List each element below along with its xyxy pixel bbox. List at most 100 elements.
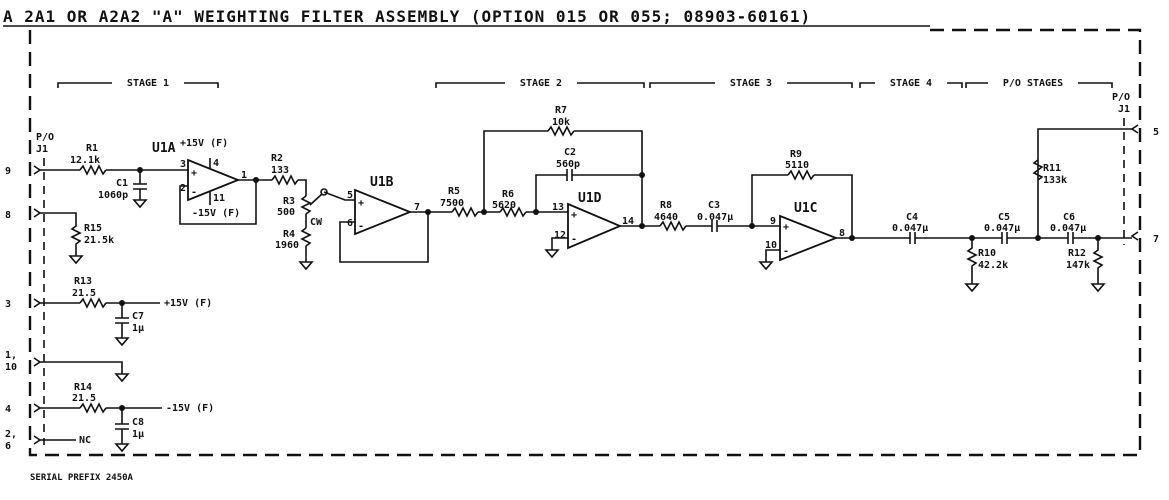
c8-label: C8 xyxy=(132,417,144,428)
svg-text:-: - xyxy=(191,187,197,198)
svg-text:2: 2 xyxy=(180,183,186,194)
r4-value: 1960 xyxy=(275,240,299,251)
op-amp-u1b: U1B 5 6 + - 7 xyxy=(347,175,420,236)
svg-text:1: 1 xyxy=(241,170,247,181)
svg-text:+: + xyxy=(571,210,577,221)
r8-label: R8 xyxy=(660,200,672,211)
pin-3-label: 3 xyxy=(5,299,11,310)
u1a-vminus-label: -15V (F) xyxy=(192,208,240,219)
r14-value: 21.5 xyxy=(72,393,96,404)
diagram-title: A 2A1 OR A2A2 "A" WEIGHTING FILTER ASSEM… xyxy=(3,7,811,26)
r11-value: 133k xyxy=(1043,175,1067,186)
svg-text:-: - xyxy=(783,246,789,257)
pin-9-label: 9 xyxy=(5,166,11,177)
stage-1-label: STAGE 1 xyxy=(127,78,169,89)
junctions xyxy=(119,167,1101,411)
nc-label: NC xyxy=(79,435,91,446)
pin-4-label: 4 xyxy=(5,404,11,415)
r6-value: 5620 xyxy=(492,200,516,211)
r15-label: R15 xyxy=(84,223,102,234)
svg-text:6: 6 xyxy=(347,218,353,229)
c6-label: C6 xyxy=(1063,212,1075,223)
svg-text:4: 4 xyxy=(213,158,219,169)
svg-text:13: 13 xyxy=(552,202,564,213)
r2-label: R2 xyxy=(271,153,283,164)
svg-text:5: 5 xyxy=(347,190,353,201)
r1-label: R1 xyxy=(86,143,98,154)
r3-cw-label: CW xyxy=(310,217,323,228)
c7-label: C7 xyxy=(132,311,144,322)
r9-label: R9 xyxy=(790,149,802,160)
assembly-border xyxy=(28,28,1142,457)
svg-text:12: 12 xyxy=(554,230,566,241)
c7-value: 1µ xyxy=(132,323,144,334)
svg-text:11: 11 xyxy=(213,193,225,204)
pin-5-label: 5 xyxy=(1153,127,1159,138)
r1-value: 12.1k xyxy=(70,155,100,166)
svg-text:+: + xyxy=(783,222,789,233)
r12-value: 147k xyxy=(1066,260,1090,271)
pin-1-label: 1, xyxy=(5,350,17,361)
r3-value: 500 xyxy=(277,207,295,218)
serial-prefix: SERIAL PREFIX 2450A xyxy=(30,473,134,483)
u1c-label: U1C xyxy=(794,201,817,216)
c4-label: C4 xyxy=(906,212,918,223)
wiring xyxy=(40,125,1132,453)
svg-text:14: 14 xyxy=(622,216,634,227)
svg-text:9: 9 xyxy=(770,216,776,227)
r10-label: R10 xyxy=(978,248,996,259)
op-amp-u1c: U1C 9 10 + - 8 xyxy=(765,201,845,262)
c3-value: 0.047µ xyxy=(697,212,733,223)
c2-label: C2 xyxy=(564,147,576,158)
po-stages-label: P/O STAGES xyxy=(1003,78,1063,89)
r3-label: R3 xyxy=(283,196,295,207)
r6-label: R6 xyxy=(502,189,514,200)
r15-value: 21.5k xyxy=(84,235,114,246)
rail-neg-label: -15V (F) xyxy=(166,403,214,414)
svg-text:-: - xyxy=(358,221,364,232)
u1a-vplus-label: +15V (F) xyxy=(180,138,228,149)
stage-3-label: STAGE 3 xyxy=(730,78,772,89)
svg-text:10: 10 xyxy=(765,240,777,251)
u1d-label: U1D xyxy=(578,191,602,206)
op-amp-u1d: U1D 13 12 + - 14 xyxy=(552,191,634,250)
u1b-label: U1B xyxy=(370,175,394,190)
r5-value: 7500 xyxy=(440,198,464,209)
r5-label: R5 xyxy=(448,186,460,197)
stage-4-label: STAGE 4 xyxy=(890,78,932,89)
r7-value: 10k xyxy=(552,117,570,128)
left-connector-label: P/O xyxy=(36,132,54,143)
svg-text:+: + xyxy=(191,168,197,179)
r2-value: 133 xyxy=(271,165,289,176)
r13-value: 21.5 xyxy=(72,288,96,299)
r13-label: R13 xyxy=(74,276,92,287)
c5-value: 0.047µ xyxy=(984,223,1020,234)
r9-value: 5110 xyxy=(785,160,809,171)
c1-value: 1060p xyxy=(98,190,128,201)
component-labels: R1 12.1k C1 1060p R2 133 R3 500 CW R4 19… xyxy=(70,105,1090,446)
pin-8-label: 8 xyxy=(5,210,11,221)
pin-10-label: 10 xyxy=(5,362,17,373)
op-amp-u1a: U1A 3 2 + - 1 4 11 +15V (F) -15V (F) xyxy=(152,138,247,219)
svg-text:-: - xyxy=(571,234,577,245)
r7-label: R7 xyxy=(555,105,567,116)
c2-value: 560p xyxy=(556,159,580,170)
right-connector-j1-label: J1 xyxy=(1118,104,1130,115)
svg-text:8: 8 xyxy=(839,228,845,239)
c5-label: C5 xyxy=(998,212,1010,223)
c6-value: 0.047µ xyxy=(1050,223,1086,234)
c3-label: C3 xyxy=(708,200,720,211)
svg-text:+: + xyxy=(358,198,364,209)
c1-label: C1 xyxy=(116,178,128,189)
r12-label: R12 xyxy=(1068,248,1086,259)
left-connector-j1-label: J1 xyxy=(36,144,48,155)
pin-2-label: 2, xyxy=(5,429,17,440)
svg-text:7: 7 xyxy=(414,202,420,213)
right-connector-j1: P/O J1 5 7 xyxy=(1112,92,1159,245)
c4-value: 0.047µ xyxy=(892,223,928,234)
rail-pos-label: +15V (F) xyxy=(164,298,212,309)
u1a-label: U1A xyxy=(152,141,176,156)
stage-brackets: STAGE 1 STAGE 2 STAGE 3 STAGE 4 P/O STAG… xyxy=(57,76,1113,90)
r10-value: 42.2k xyxy=(978,260,1008,271)
